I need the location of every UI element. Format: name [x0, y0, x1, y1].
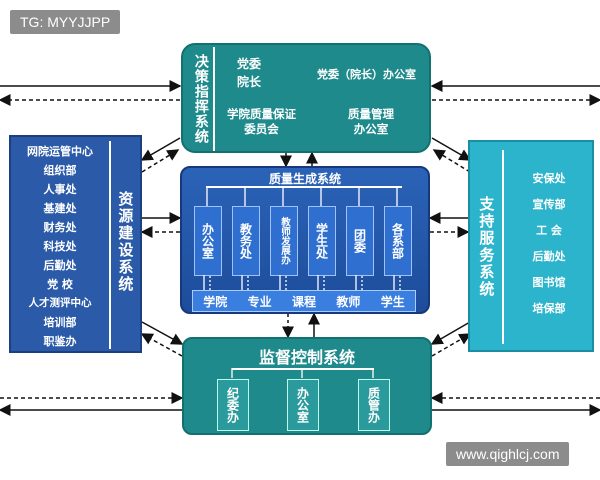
- support-system-title: 支持服务系统: [474, 172, 498, 322]
- support-item: 图书馆: [532, 276, 566, 289]
- quality-committee-label: 学院质量保证 委员会: [227, 107, 296, 137]
- watermark-bottom: www.qighlcj.com: [446, 442, 570, 466]
- bottom-item: 专业: [247, 294, 272, 309]
- unit-label: 各系部: [390, 223, 405, 259]
- support-system-box: 支持服务系统 安保处 宣传部 工 会 后勤处 图书馆 培保部: [468, 140, 594, 352]
- unit-label: 学生处: [314, 223, 329, 259]
- bottom-item: 教师: [336, 294, 361, 309]
- bottom-item: 学院: [203, 294, 228, 309]
- generation-bottom-bar: 学院 专业 课程 教师 学生: [192, 290, 416, 312]
- support-item: 宣传部: [532, 198, 566, 211]
- supervision-system-box: 监督控制系统 纪委办 办公室 质管办: [182, 337, 432, 435]
- watermark-top: TG: MYYJJPP: [10, 10, 121, 34]
- resource-item: 基建处: [43, 202, 77, 215]
- resource-item: 人事处: [43, 183, 77, 196]
- support-item: 安保处: [532, 172, 566, 185]
- supervision-unit: 纪委办: [217, 379, 249, 431]
- unit-label: 教务处: [238, 223, 253, 259]
- support-divider: [502, 150, 504, 344]
- resource-item: 财务处: [43, 221, 77, 234]
- resource-item: 后勤处: [43, 259, 77, 272]
- quality-committee-line1: 学院质量保证: [227, 107, 296, 121]
- unit-label: 教师发展办: [279, 217, 290, 265]
- resource-item: 科技处: [43, 240, 77, 253]
- generation-units: 办公室 教务处 教师发展办 学生处 团委 各系部: [188, 206, 424, 278]
- quality-office-line1: 质量管理: [348, 107, 394, 121]
- unit-label: 办公室: [200, 223, 215, 259]
- unit-label: 团委: [352, 229, 367, 253]
- supervision-internal-lines: [231, 368, 374, 378]
- generation-bracket-line: [206, 186, 402, 188]
- supervision-unit: 质管办: [358, 379, 390, 431]
- supervision-unit: 办公室: [287, 379, 319, 431]
- resource-item: 网院运管中心: [27, 145, 93, 158]
- decision-system-title: 决策指挥系统: [189, 49, 211, 149]
- generation-system-title: 质量生成系统: [268, 172, 341, 186]
- resource-system-title: 资源建设系统: [113, 167, 137, 317]
- resource-item: 人才测评中心: [28, 297, 92, 309]
- resource-divider: [109, 141, 111, 349]
- party-committee-label: 党委: [237, 57, 262, 71]
- resource-title-text: 资源建设系统: [116, 191, 135, 293]
- supervision-unit-label: 纪委办: [225, 387, 240, 423]
- supervision-system-title: 监督控制系统: [258, 348, 355, 367]
- bottom-item: 课程: [291, 294, 316, 309]
- supervision-unit-label: 质管办: [366, 387, 381, 423]
- quality-office-label: 质量管理 办公室: [348, 107, 394, 137]
- party-dean-office-label: 党委（院长）办公室: [317, 68, 416, 81]
- resource-items-list: 网院运管中心 组织部 人事处 基建处 财务处 科技处 后勤处 党 校 人才测评中…: [15, 141, 105, 349]
- generation-internal-lines: [203, 186, 401, 290]
- unit-box: 团委: [346, 206, 374, 276]
- unit-box: 办公室: [194, 206, 222, 276]
- resource-system-box: 网院运管中心 组织部 人事处 基建处 财务处 科技处 后勤处 党 校 人才测评中…: [9, 135, 142, 353]
- unit-box: 学生处: [308, 206, 336, 276]
- resource-item: 组织部: [43, 164, 77, 177]
- resource-item: 党 校: [47, 278, 73, 291]
- support-item: 后勤处: [532, 250, 566, 263]
- support-title-text: 支持服务系统: [477, 196, 496, 298]
- unit-box: 各系部: [384, 206, 412, 276]
- quality-office-line2: 办公室: [353, 121, 389, 136]
- support-item: 培保部: [532, 302, 566, 315]
- resource-item: 职鉴办: [43, 335, 77, 348]
- supervision-unit-label: 办公室: [295, 387, 310, 423]
- supervision-bracket-line: [232, 368, 374, 370]
- decision-system-box: 决策指挥系统 党委 院长 党委（院长）办公室 学院质量保证 委员会 质量管理 办…: [181, 43, 431, 153]
- unit-box: 教师发展办: [270, 206, 298, 276]
- bottom-item: 学生: [380, 294, 405, 309]
- resource-item: 培训部: [43, 316, 77, 329]
- decision-title-text: 决策指挥系统: [192, 54, 209, 144]
- support-items-list: 安保处 宣传部 工 会 后勤处 图书馆 培保部: [508, 170, 590, 340]
- unit-box: 教务处: [232, 206, 260, 276]
- support-item: 工 会: [536, 224, 562, 237]
- quality-committee-line2: 委员会: [244, 121, 279, 136]
- dean-label: 院长: [237, 75, 262, 89]
- decision-divider: [213, 47, 215, 151]
- generation-system-box: 质量生成系统 办公室 教务处 教师发展办 学生处 团委 各系部: [180, 166, 430, 314]
